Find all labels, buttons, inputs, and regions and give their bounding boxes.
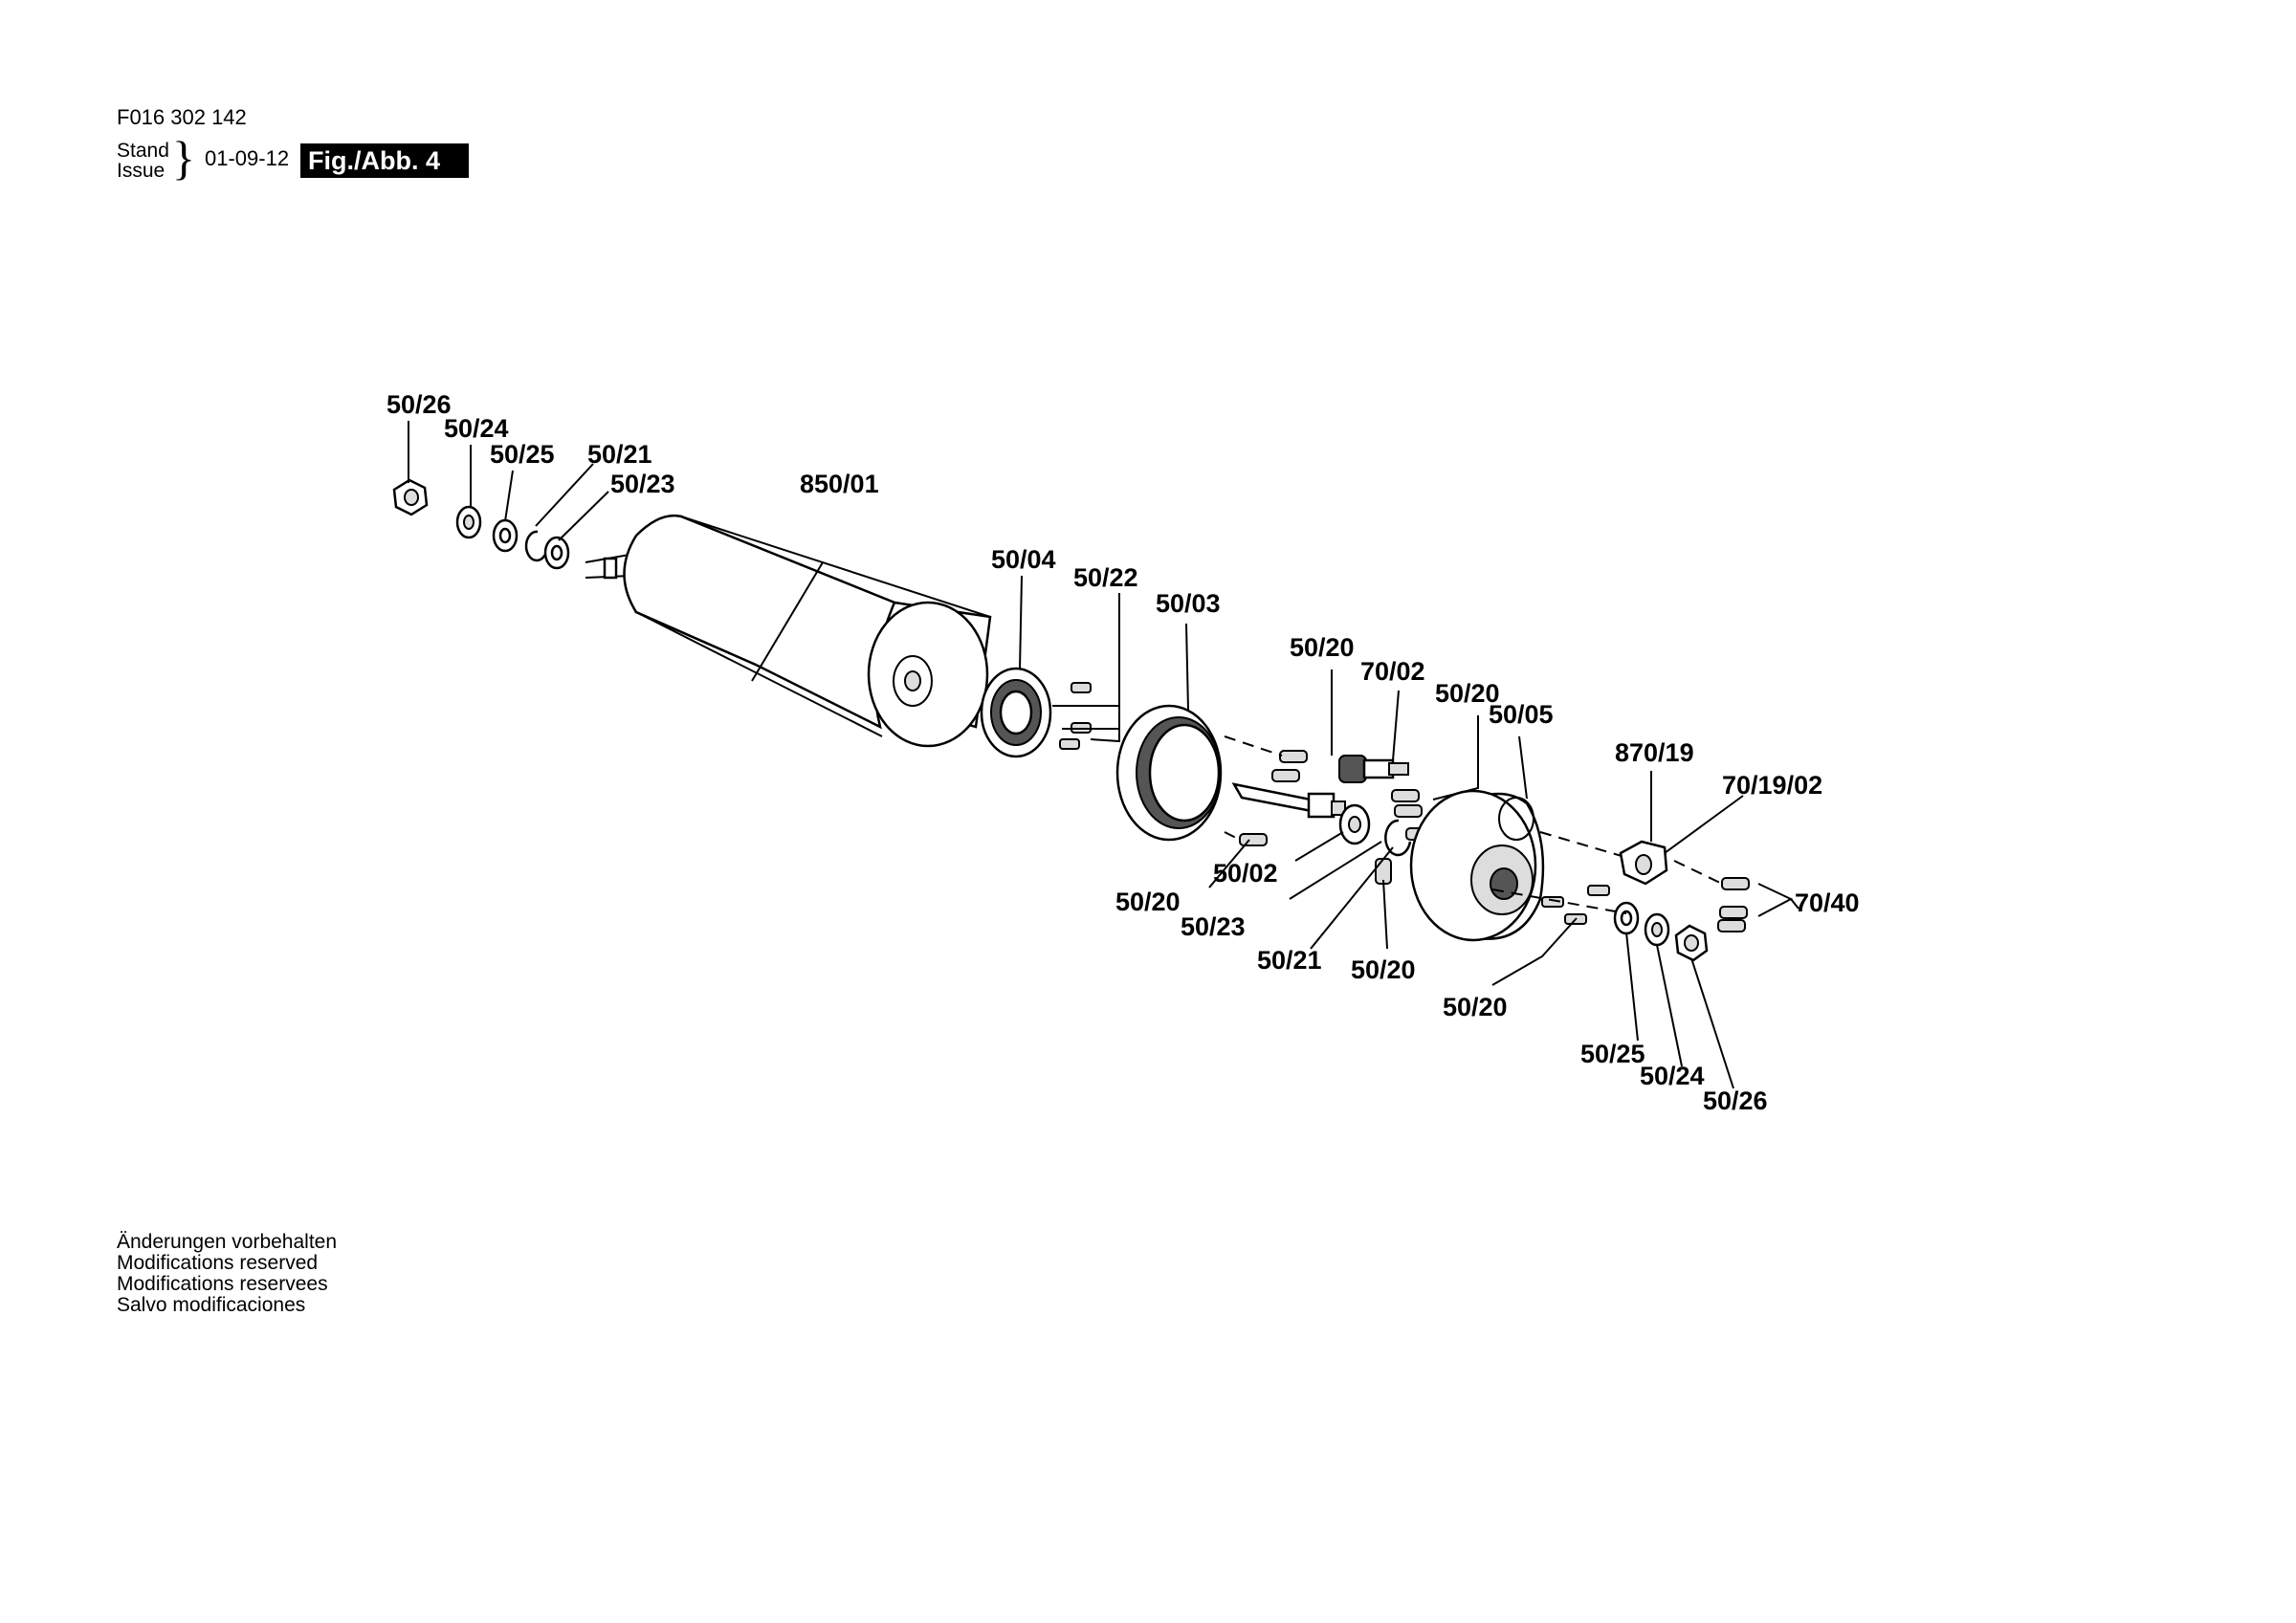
figure-badge: Fig./Abb. 4 — [300, 143, 469, 178]
note-de: Änderungen vorbehalten — [117, 1231, 338, 1253]
circlip-mid-icon — [1384, 819, 1412, 857]
document-number: F016 302 142 — [117, 105, 247, 129]
small-screws-icon — [1059, 682, 1092, 750]
callout-7: 50/22 — [1073, 563, 1138, 592]
note-es: Salvo modificaciones — [117, 1294, 306, 1316]
callout-16: 50/20 — [1115, 888, 1181, 916]
callout-3: 50/21 — [587, 440, 652, 469]
callout-24: 50/26 — [1703, 1086, 1768, 1115]
washer-mid-icon — [1338, 803, 1371, 845]
issue-label: Issue — [117, 160, 166, 182]
nut-right-icon — [1674, 924, 1709, 962]
shaft-icon — [1231, 782, 1346, 819]
callout-11: 50/20 — [1435, 679, 1500, 708]
callout-21: 50/20 — [1443, 993, 1508, 1021]
bearing-icon — [980, 667, 1052, 758]
callout-8: 50/03 — [1156, 589, 1221, 618]
assembly-dashed-lines — [1224, 735, 1723, 914]
callout-0: 50/26 — [386, 390, 452, 419]
callout-5: 850/01 — [800, 470, 879, 498]
callout-10: 70/02 — [1360, 657, 1425, 686]
callout-20: 50/20 — [1351, 955, 1416, 984]
spacer-washer-left-icon — [543, 536, 570, 570]
screws-right-icon — [1541, 885, 1610, 925]
callout-9: 50/20 — [1290, 633, 1355, 662]
washer-left-icon — [492, 518, 519, 553]
modification-notes: Änderungen vorbehalten Modifications res… — [117, 1232, 337, 1316]
washer-right-icon — [1613, 901, 1640, 935]
stand-label: Stand — [117, 140, 169, 162]
bracket-icon — [1619, 840, 1668, 886]
screws-mid-icon — [1239, 750, 1308, 846]
note-fr: Modifications reservees — [117, 1273, 328, 1295]
callout-18: 50/23 — [1181, 912, 1246, 941]
callout-15: 70/40 — [1795, 888, 1860, 917]
pinion-icon — [1338, 755, 1409, 783]
leader-lines — [408, 421, 1799, 1089]
callout-22: 50/25 — [1580, 1040, 1645, 1068]
callout-23: 50/24 — [1640, 1062, 1705, 1090]
screws-bracket-icon — [1717, 877, 1750, 932]
callout-labels: 50/26 50/24 50/25 50/21 50/23 850/01 50/… — [386, 390, 1860, 1115]
motor-housing-icon — [585, 514, 992, 748]
callout-14: 70/19/02 — [1722, 771, 1822, 800]
callout-12: 50/05 — [1489, 700, 1554, 729]
issue-date: 01-09-12 — [205, 146, 290, 170]
circlip-left-icon — [524, 530, 549, 562]
lock-washer-left-icon — [455, 505, 482, 539]
note-en: Modifications reserved — [117, 1252, 319, 1274]
callout-17: 50/02 — [1213, 859, 1278, 888]
callout-4: 50/23 — [610, 470, 675, 498]
callout-6: 50/04 — [991, 545, 1056, 574]
ring-gear-icon — [1115, 704, 1223, 842]
callout-19: 50/21 — [1257, 946, 1322, 975]
end-plate-icon — [1409, 789, 1545, 942]
lock-washer-right-icon — [1644, 912, 1670, 947]
callout-13: 870/19 — [1615, 738, 1694, 767]
callout-2: 50/25 — [490, 440, 555, 469]
callout-1: 50/24 — [444, 414, 509, 443]
brace-icon: } — [172, 131, 195, 185]
nut-left-icon — [392, 478, 429, 516]
